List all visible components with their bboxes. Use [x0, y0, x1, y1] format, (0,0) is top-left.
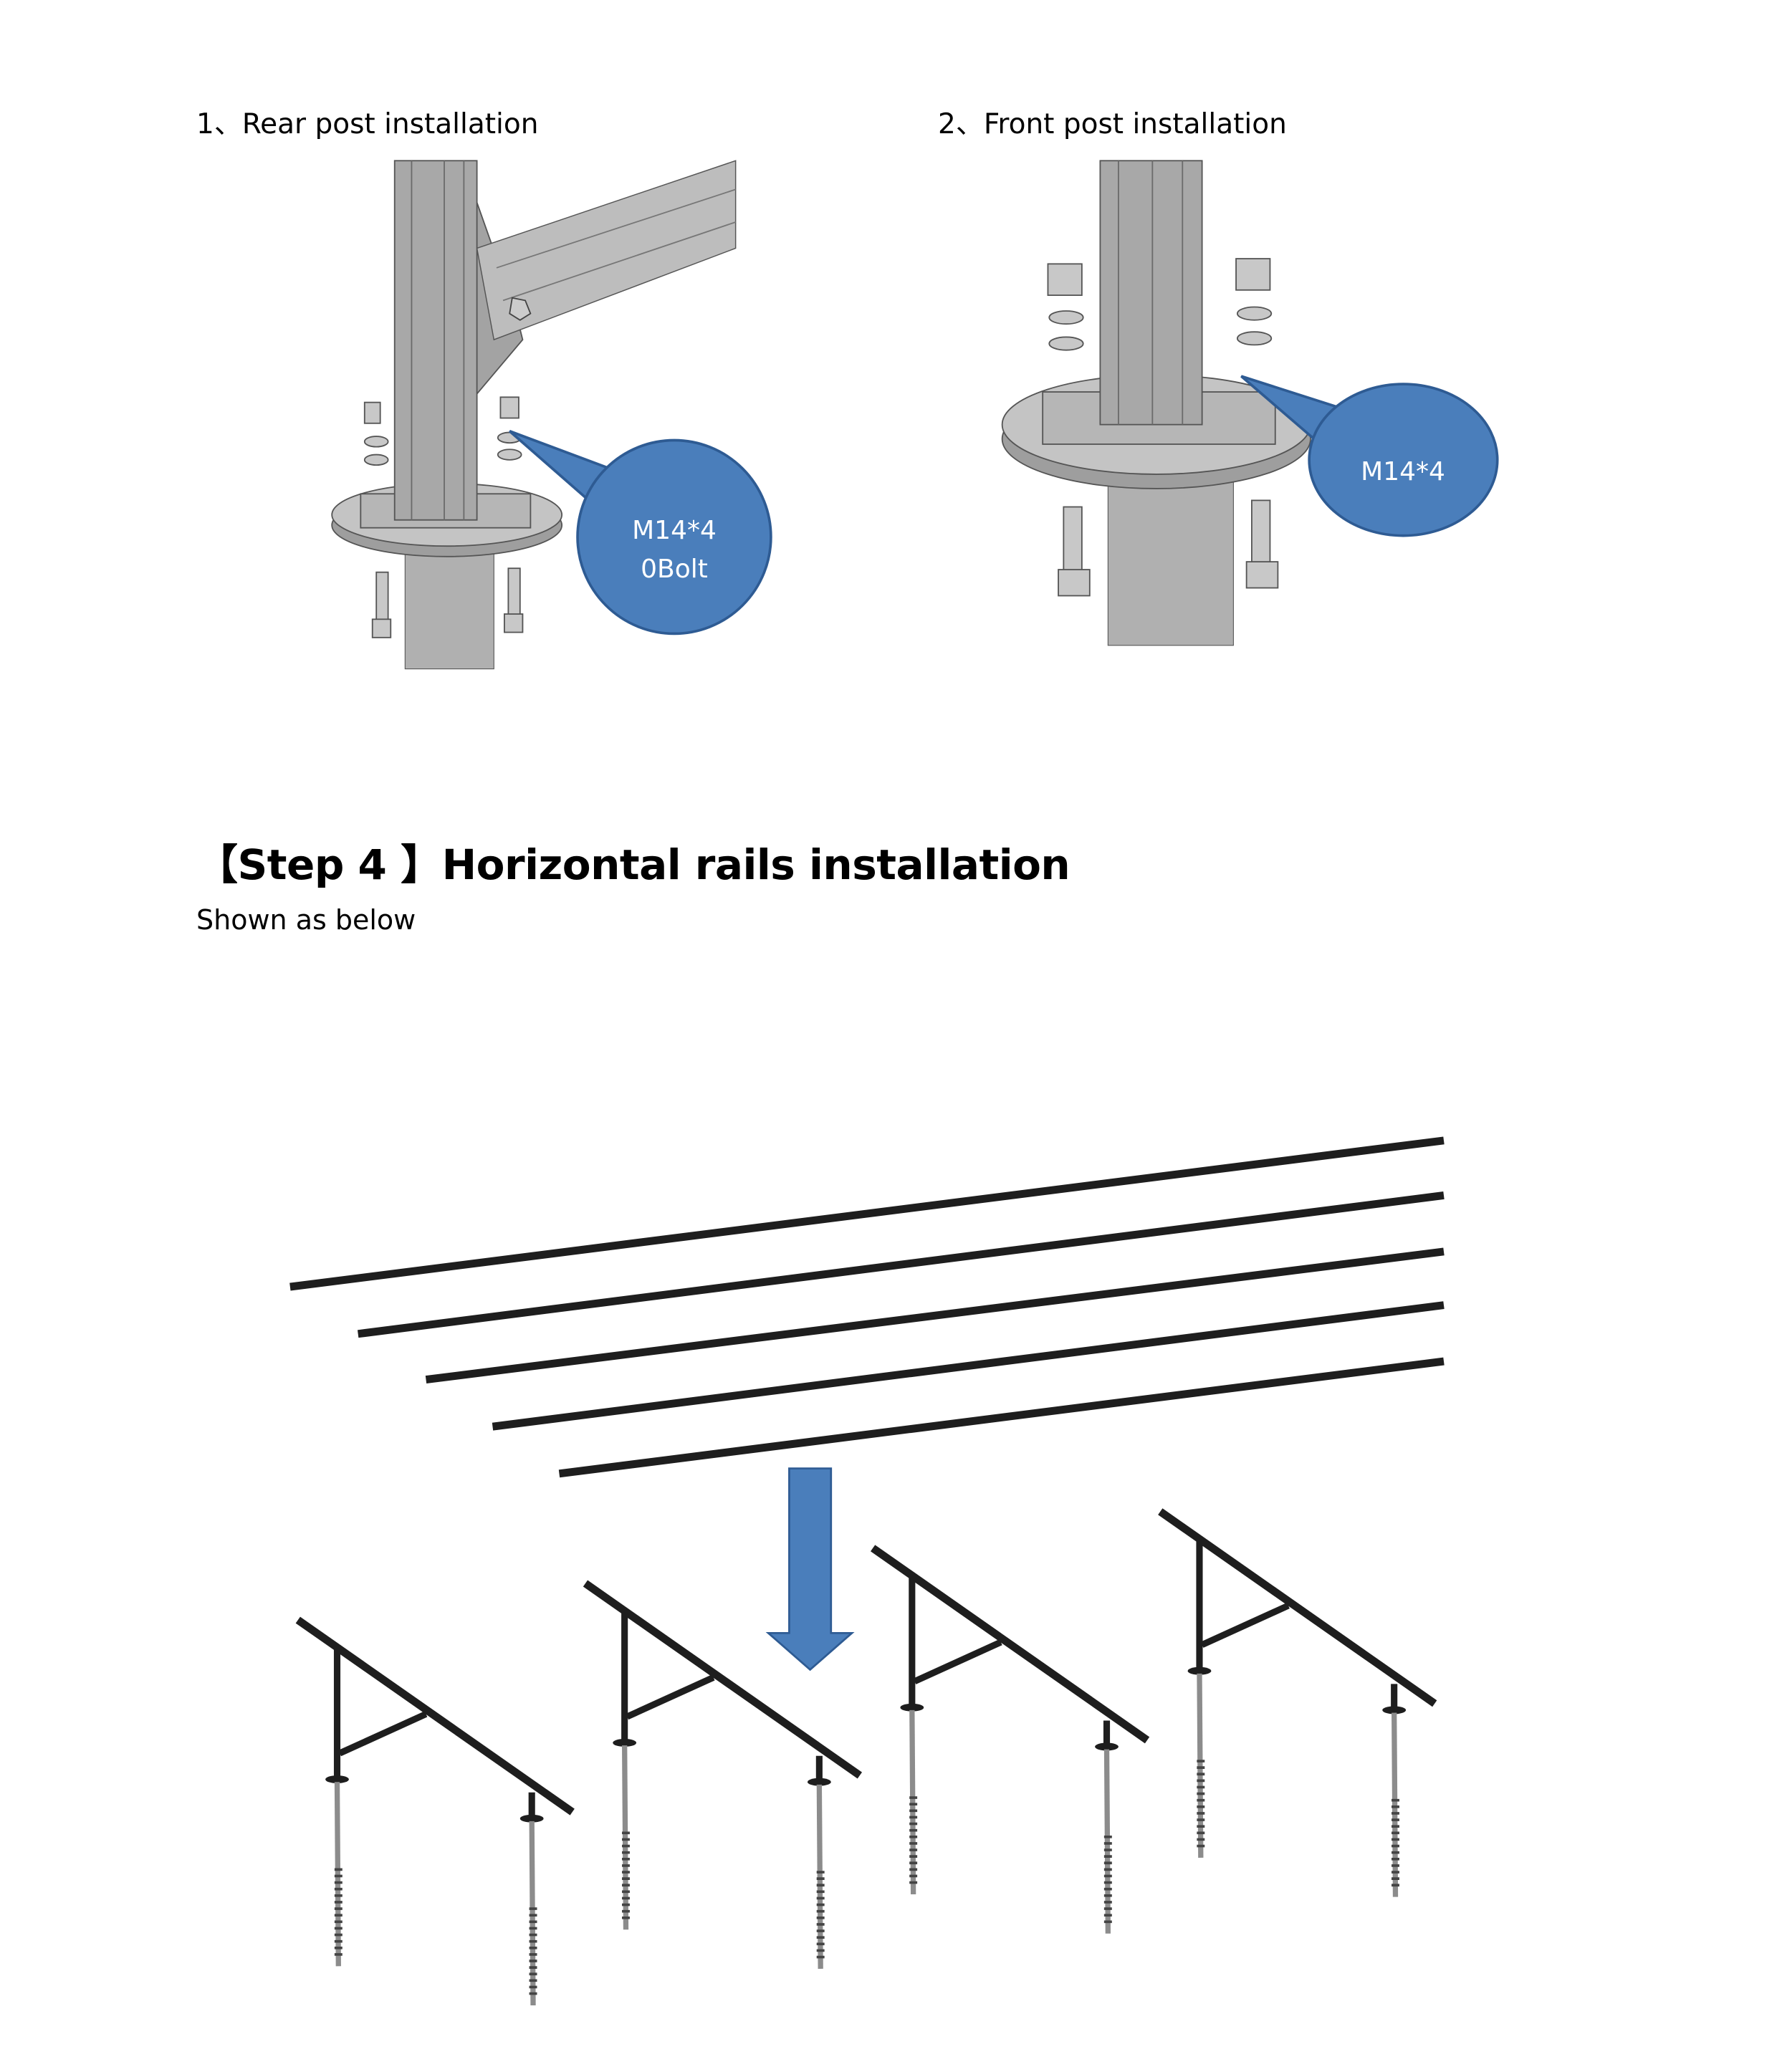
front-callout-line-1: M14*4	[1361, 457, 1445, 486]
frame-3	[873, 1548, 1147, 1934]
front-post-caption: 2、Front post installation	[938, 108, 1287, 140]
callout-bubble-rear	[508, 430, 772, 635]
step-heading: 【Step 4 】Horizontal rails installation	[196, 840, 1070, 889]
rail-5	[558, 1357, 1445, 1478]
frame-4	[1160, 1512, 1434, 1897]
rail-1	[289, 1136, 1445, 1291]
rear-callout-line-1: M14*4	[632, 516, 717, 545]
down-arrow-icon	[765, 1467, 855, 1671]
rear-post-illustration	[331, 160, 737, 670]
rail-2	[357, 1191, 1445, 1338]
rear-callout-line-2: 0Bolt	[641, 555, 708, 584]
front-callout-text: M14*4	[1331, 453, 1475, 491]
callout-bubble-front	[1240, 375, 1499, 537]
rail-4	[492, 1301, 1445, 1431]
rear-callout-text: M14*4 0Bolt	[603, 512, 746, 589]
step-subtitle: Shown as below	[196, 904, 416, 936]
horizontal-rails	[289, 1136, 1445, 1478]
rear-post-caption: 1、Rear post installation	[196, 108, 539, 140]
rail-3	[425, 1247, 1445, 1383]
front-post-illustration	[1001, 160, 1311, 646]
frame-1	[298, 1620, 573, 2005]
